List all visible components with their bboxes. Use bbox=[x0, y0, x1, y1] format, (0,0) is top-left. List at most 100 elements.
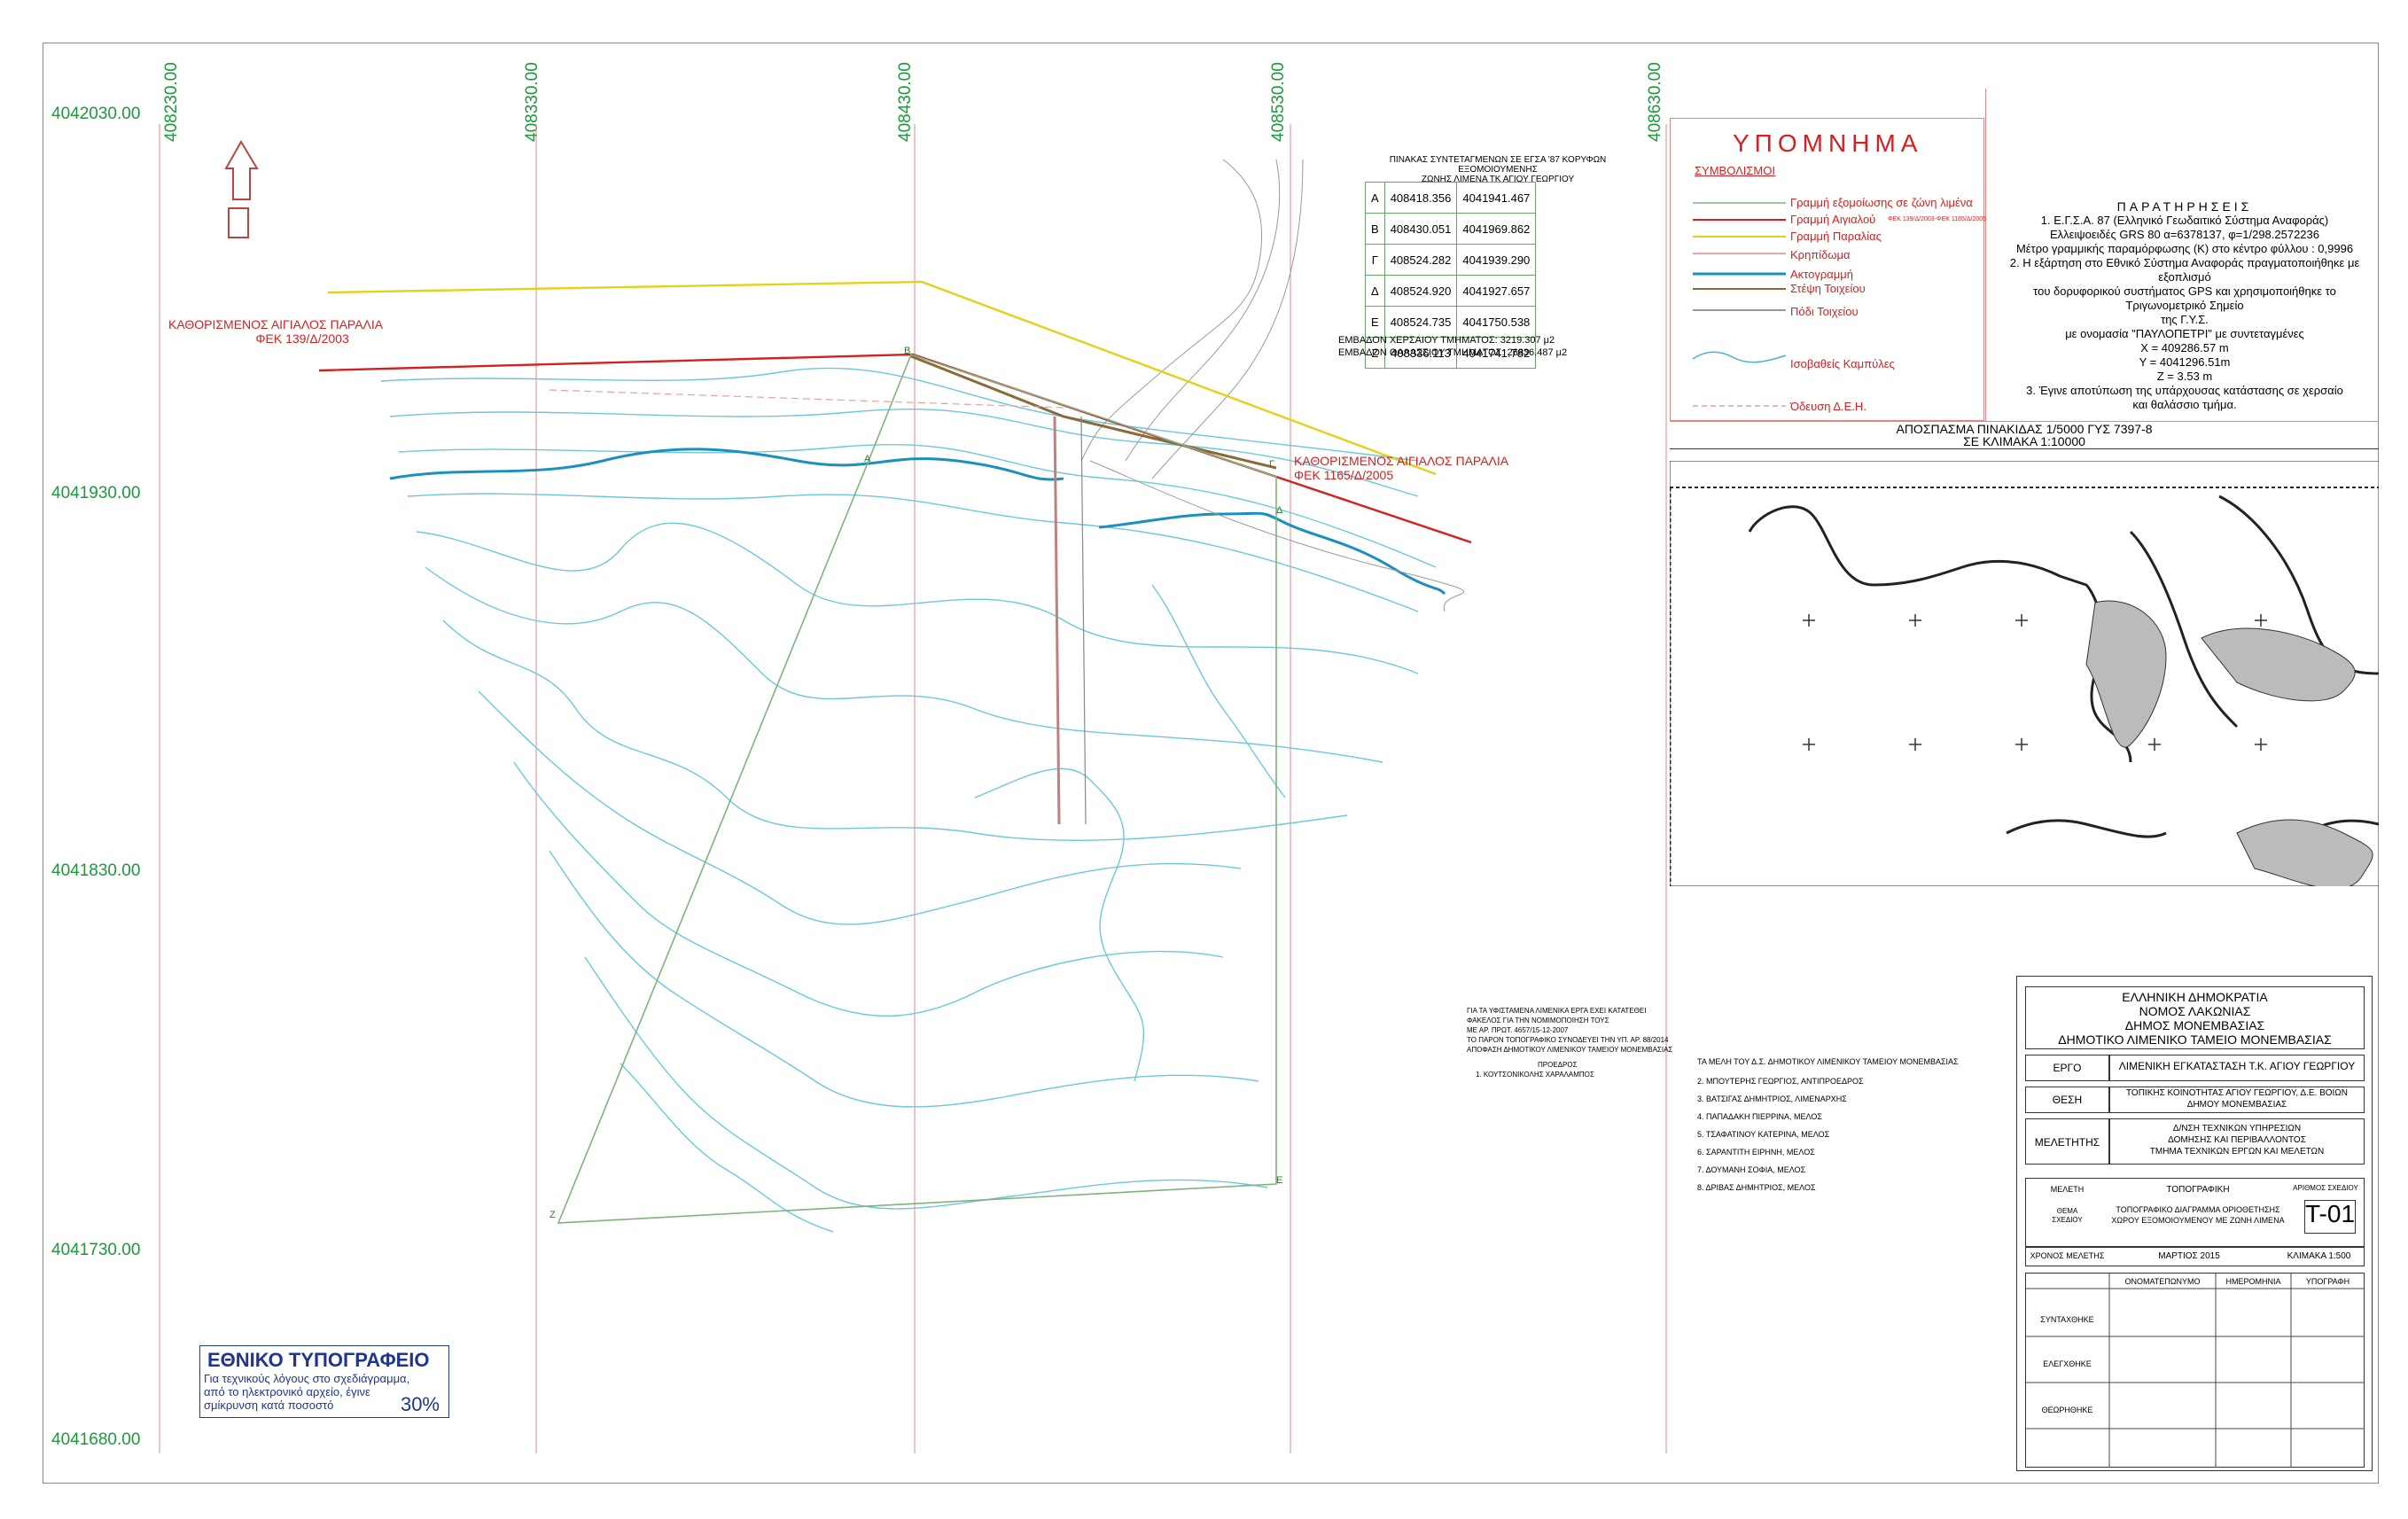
scale-value: ΚΛΙΜΑΚΑ 1:500 bbox=[2287, 1251, 2351, 1261]
title-block bbox=[2016, 976, 2373, 1471]
notes: ΠΑΡΑΤΗΡΗΣΕΙΣ 1. Ε.Γ.Σ.Α. 87 (Ελληνικό Γε… bbox=[2009, 199, 2360, 411]
area-land: ΕΜΒΑΔΟΝ ΧΕΡΣΑΙΟΥ ΤΜΗΜΑΤΟΣ: 3219.307 μ2 bbox=[1338, 335, 1555, 346]
col-date: ΗΜΕΡΟΜΗΝΙΑ bbox=[2225, 1277, 2281, 1286]
legend-item-note: ΦΕΚ 139/Δ/2003-ΦΕΚ 1165/Δ/2005 bbox=[1888, 216, 1987, 222]
member: 6. ΣΑΡΑΝΤΙΤΗ ΕΙΡΗΝΗ, ΜΕΛΟΣ bbox=[1697, 1148, 1815, 1157]
legend-title: ΥΠΟΜΝΗΜΑ bbox=[1733, 129, 1923, 157]
point-label: Β bbox=[904, 346, 911, 356]
coastline bbox=[389, 448, 1064, 481]
meleti-label: ΜΕΛΕΤΗ bbox=[2050, 1185, 2085, 1194]
meletitis-label: ΜΕΛΕΤΗΤΗΣ bbox=[2034, 1136, 2100, 1149]
y-coord-label: 4041680.00 bbox=[51, 1430, 141, 1449]
label-thesi bbox=[2025, 1087, 2109, 1113]
title-header: ΕΛΛΗΝΙΚΗ ΔΗΜΟΚΡΑΤΙΑ ΝΟΜΟΣ ΛΑΚΩΝΙΑΣ ΔΗΜΟΣ… bbox=[2025, 986, 2365, 1049]
legend-item: Κρηπίδωμα bbox=[1790, 248, 1851, 261]
thema-value: ΤΟΠΟΓΡΑΦΙΚΟ ΔΙΑΓΡΑΜΜΑ ΟΡΙΟΘΕΤΗΣΗΣ bbox=[2116, 1205, 2280, 1214]
approvals: ΓΙΑ ΤΑ ΥΦΙΣΤΑΜΕΝΑ ΛΙΜΕΝΙΚΑ ΕΡΓΑ ΕΧΕΙ ΚΑΤ… bbox=[1467, 1007, 1673, 1079]
member: 2. ΜΠΟΥΤΕΡΗΣ ΓΕΩΡΓΙΟΣ, ΑΝΤΙΠΡΟΕΔΡΟΣ bbox=[1697, 1077, 1864, 1086]
row-label: ΘΕΩΡΗΘΗΚΕ bbox=[2041, 1406, 2093, 1414]
beach-line bbox=[327, 280, 1437, 476]
drawing-no-box bbox=[2304, 1200, 2356, 1234]
meletitis-value: ΔΟΜΗΣΗΣ ΚΑΙ ΠΕΡΙΒΑΛΛΟΝΤΟΣ bbox=[2168, 1135, 2306, 1145]
member: 5. ΤΣΑΦΑΤΙΝΟΥ ΚΑΤΕΡΙΝΑ, ΜΕΛΟΣ bbox=[1697, 1130, 1830, 1139]
label-ergo bbox=[2025, 1055, 2109, 1081]
legend-item: Όδευση Δ.Ε.Η. bbox=[1790, 400, 1866, 413]
pier-crest bbox=[910, 354, 1277, 470]
ergo-value: ΛΙΜΕΝΙΚΗ ΕΓΚΑΤΑΣΤΑΣΗ Τ.Κ. ΑΓΙΟΥ ΓΕΩΡΓΙΟΥ bbox=[2118, 1060, 2356, 1072]
point-label: Γ bbox=[1269, 459, 1275, 470]
north-arrow-icon bbox=[224, 140, 259, 238]
point-label: Δ bbox=[1276, 505, 1283, 516]
printing-office-stamp: ΕΘΝΙΚΟ ΤΥΠΟΓΡΑΦΕΙΟ Για τεχνικούς λόγους … bbox=[199, 1345, 449, 1418]
land-contours bbox=[1080, 159, 1465, 612]
thesi-label: ΘΕΣΗ bbox=[2052, 1094, 2083, 1106]
label-meletitis bbox=[2025, 1118, 2109, 1165]
pier-wall bbox=[1080, 416, 1087, 825]
legend-item: Ακτογραμμή bbox=[1790, 268, 1853, 281]
coord-table-title: ΠΙΝΑΚΑΣ ΣΥΝΤΕΤΑΓΜΕΝΩΝ ΣΕ ΕΓΣΑ '87 ΚΟΡΥΦΩ… bbox=[1389, 155, 1607, 184]
legend-item: Πόδι Τοιχείου bbox=[1790, 305, 1859, 318]
shore-label: ΚΑΘΟΡΙΣΜΕΝΟΣ ΑΙΓΙΑΛΟΣ ΠΑΡΑΛΙΑ ΦΕΚ 1165/Δ… bbox=[1294, 454, 1509, 482]
value-thesi bbox=[2109, 1087, 2365, 1113]
inset-title: ΑΠΟΣΠΑΣΜΑ ΠΙΝΑΚΙΔΑΣ 1/5000 ΓΥΣ 7397-8 ΣΕ… bbox=[1670, 421, 2379, 449]
y-coord-label: 4041830.00 bbox=[51, 861, 141, 880]
meleti-block bbox=[2025, 1178, 2365, 1247]
shore-line bbox=[318, 353, 1472, 544]
meletitis-value: ΤΜΗΜΑ ΤΕΧΝΙΚΩΝ ΕΡΓΩΝ ΚΑΙ ΜΕΛΕΤΩΝ bbox=[2149, 1147, 2325, 1157]
port-zone-polygon bbox=[557, 354, 1277, 1224]
grid-lines bbox=[159, 124, 1667, 1453]
legend-item: Στέψη Τοιχείου bbox=[1790, 282, 1866, 295]
value-meletitis bbox=[2109, 1118, 2365, 1165]
members-title: ΤΑ ΜΕΛΗ ΤΟΥ Δ.Σ. ΔΗΜΟΤΙΚΟΥ ΛΙΜΕΝΙΚΟΥ ΤΑΜ… bbox=[1697, 1057, 1959, 1066]
ergo-label: ΕΡΓΟ bbox=[2053, 1062, 2082, 1074]
y-coord-label: 4041730.00 bbox=[51, 1241, 141, 1259]
signature-table bbox=[2025, 1273, 2365, 1468]
thema-value: ΧΩΡΟΥ ΕΞΟΜΟΙΟΥΜΕΝΟΥ ΜΕ ΖΩΝΗ ΛΙΜΕΝΑ bbox=[2111, 1216, 2285, 1225]
col-name: ΟΝΟΜΑΤΕΠΩΝΥΜΟ bbox=[2124, 1277, 2201, 1286]
signature-grid bbox=[2025, 1273, 2365, 1468]
xronos-value: ΜΑΡΤΙΟΣ 2015 bbox=[2158, 1251, 2220, 1261]
arithmos-label: ΑΡΙΘΜΟΣ ΣΧΕΔΙΟΥ bbox=[2293, 1184, 2358, 1192]
col-sign: ΥΠΟΓΡΑΦΗ bbox=[2305, 1277, 2350, 1286]
shore-label: ΚΑΘΟΡΙΣΜΕΝΟΣ ΑΙΓΙΑΛΟΣ ΠΑΡΑΛΙΑ ΦΕΚ 139/Δ/… bbox=[168, 317, 384, 346]
y-coord-label: 4042030.00 bbox=[51, 105, 141, 123]
thema-label: ΘΕΜΑ bbox=[2056, 1207, 2078, 1215]
thema-label: ΣΧΕΔΙΟΥ bbox=[2052, 1216, 2083, 1224]
point-label: Ζ bbox=[549, 1210, 556, 1220]
thesi-value: ΔΗΜΟΥ ΜΟΝΕΜΒΑΣΙΑΣ bbox=[2186, 1100, 2287, 1110]
legend-swatches bbox=[1692, 202, 1787, 407]
point-label: Α bbox=[864, 454, 871, 464]
meleti-value: ΤΟΠΟΓΡΑΦΙΚΗ bbox=[2166, 1185, 2230, 1195]
member: 8. ΔΡΙΒΑΣ ΔΗΜΗΤΡΙΟΣ, ΜΕΛΟΣ bbox=[1697, 1183, 1816, 1192]
coastline bbox=[1098, 511, 1446, 596]
area-sea: ΕΜΒΑΔΟΝ ΘΑΛΑΣΣΙΟΥ ΤΜΗΜΑΤΟΣ: 26836.487 μ2 bbox=[1338, 347, 1568, 358]
notes-box bbox=[1985, 89, 2379, 421]
xronos-label: ΧΡΟΝΟΣ ΜΕΛΕΤΗΣ bbox=[2030, 1251, 2105, 1260]
inset-map bbox=[1670, 461, 2379, 886]
value-ergo bbox=[2109, 1055, 2365, 1081]
member: 7. ΔΟΥΜΑΝΗ ΣΟΦΙΑ, ΜΕΛΟΣ bbox=[1697, 1165, 1806, 1174]
legend-item: Ισοβαθείς Καμπύλες bbox=[1790, 357, 1895, 370]
drawing-number: T-01 bbox=[2304, 1200, 2356, 1227]
legend-subtitle: ΣΥΜΒΟΛΙΣΜΟΙ bbox=[1695, 164, 1775, 177]
isobath-contours bbox=[380, 367, 1437, 1233]
legend-item: Γραμμή Αιγιαλού bbox=[1790, 213, 1876, 226]
row-label: ΕΛΕΓΧΘΗΚΕ bbox=[2043, 1359, 2092, 1368]
pier-wall bbox=[1053, 416, 1061, 825]
legend-item: Γραμμή Παραλίας bbox=[1790, 230, 1882, 243]
xronos-row bbox=[2025, 1247, 2365, 1266]
legend-box bbox=[1670, 118, 1984, 421]
member: 3. ΒΑΤΣΙΓΑΣ ΔΗΜΗΤΡΙΟΣ, ΛΙΜΕΝΑΡΧΗΣ bbox=[1697, 1094, 1847, 1103]
legend-item: Γραμμή εξομοίωσης σε ζώνη λιμένα bbox=[1790, 196, 1973, 209]
thesi-value: ΤΟΠΙΚΗΣ ΚΟΙΝΟΤΗΤΑΣ ΑΓΙΟΥ ΓΕΩΡΓΙΟΥ, Δ.Ε. … bbox=[2126, 1088, 2348, 1098]
y-coord-label: 4041930.00 bbox=[51, 484, 141, 502]
member: 4. ΠΑΠΑΔΑΚΗ ΠΙΕΡΡΙΝΑ, ΜΕΛΟΣ bbox=[1697, 1112, 1822, 1121]
